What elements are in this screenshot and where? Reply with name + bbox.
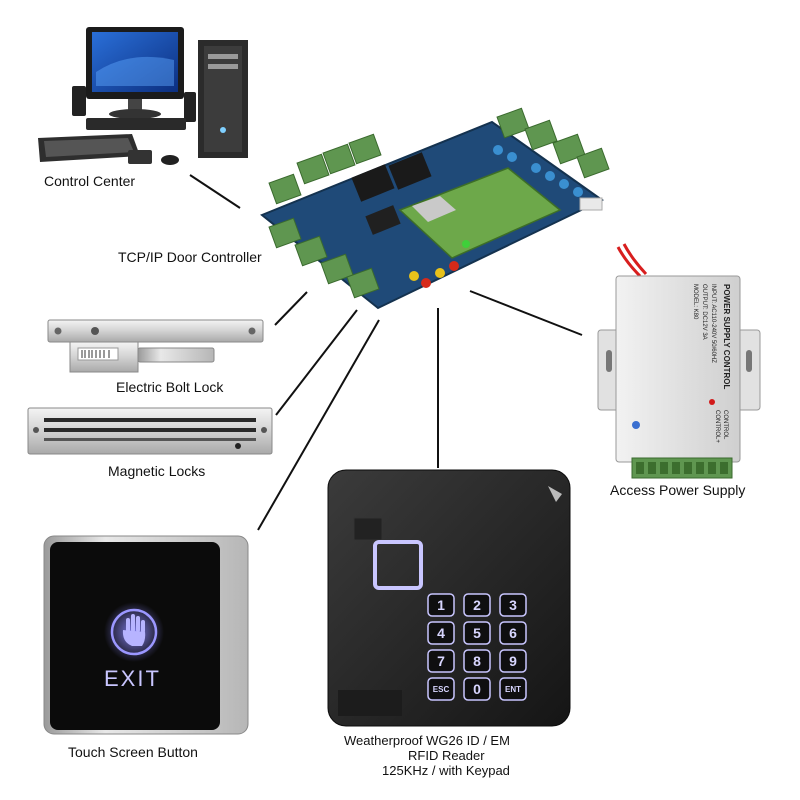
label-rfid-line-2: RFID Reader: [408, 748, 485, 763]
psu-spec-1: INPUT: AC110-240V 50/60HZ: [710, 284, 716, 363]
psu-terminal-2: CONTROL+: [714, 410, 720, 443]
label-electric-bolt: Electric Bolt Lock: [116, 379, 224, 395]
touch-exit-button-illustration: EXIT: [43, 535, 249, 735]
keypad-key-2[interactable]: 2: [463, 593, 491, 617]
door-controller-illustration: [260, 107, 610, 310]
keypad-key-label: ENT: [505, 685, 521, 694]
keypad-key-label: 2: [473, 597, 481, 613]
hand-icon-ring: [110, 608, 158, 656]
label-touch-button: Touch Screen Button: [68, 744, 198, 760]
line-magnetic-lock: [275, 309, 358, 416]
keypad-key-label: 6: [509, 625, 517, 641]
psu-terminal-1: CONTROL: [722, 410, 728, 440]
keypad-key-8[interactable]: 8: [463, 649, 491, 673]
keypad-key-esc[interactable]: ESC: [427, 677, 455, 701]
keypad-key-label: ESC: [433, 685, 450, 694]
keypad-key-ent[interactable]: ENT: [499, 677, 527, 701]
connection-lines: [189, 174, 583, 531]
keypad-key-3[interactable]: 3: [499, 593, 527, 617]
label-rfid-line-1: Weatherproof WG26 ID / EM: [344, 733, 510, 748]
computer-illustration: [38, 27, 248, 165]
keypad-key-label: 7: [437, 653, 445, 669]
keypad-key-7[interactable]: 7: [427, 649, 455, 673]
keypad-key-label: 4: [437, 625, 445, 641]
line-power-supply: [469, 290, 583, 336]
psu-title: POWER SUPPLY CONTROL: [722, 284, 731, 389]
keypad-key-0[interactable]: 0: [463, 677, 491, 701]
label-power-supply: Access Power Supply: [610, 482, 745, 498]
keypad-key-1[interactable]: 1: [427, 593, 455, 617]
magnetic-lock-illustration: [27, 407, 273, 455]
line-touch-button: [257, 319, 380, 531]
keypad-key-label: 0: [473, 681, 481, 697]
keypad-key-label: 5: [473, 625, 481, 641]
label-magnetic-locks: Magnetic Locks: [108, 463, 205, 479]
card-reader-zone-icon: [373, 540, 423, 590]
keypad-key-label: 9: [509, 653, 517, 669]
power-supply-printed-text: POWER SUPPLY CONTROL INPUT: AC110-240V 5…: [692, 284, 731, 443]
exit-text: EXIT: [104, 666, 161, 691]
keypad-key-label: 3: [509, 597, 517, 613]
line-bolt-lock: [274, 291, 308, 326]
electric-bolt-lock-illustration: [47, 319, 264, 373]
keypad-key-label: 8: [473, 653, 481, 669]
label-rfid-line-3: 125KHz / with Keypad: [382, 763, 510, 778]
power-supply-illustration: [597, 243, 761, 479]
line-control-center: [189, 174, 241, 209]
keypad-key-label: 1: [437, 597, 445, 613]
hand-icon: [122, 614, 146, 646]
psu-spec-2: OUTPUT: DC12V 3A: [701, 284, 707, 340]
psu-spec-3: MODEL: K80: [692, 284, 698, 320]
keypad-key-6[interactable]: 6: [499, 621, 527, 645]
keypad-key-5[interactable]: 5: [463, 621, 491, 645]
keypad-key-4[interactable]: 4: [427, 621, 455, 645]
keypad-key-9[interactable]: 9: [499, 649, 527, 673]
label-control-center: Control Center: [44, 173, 135, 189]
label-door-controller: TCP/IP Door Controller: [118, 249, 262, 265]
